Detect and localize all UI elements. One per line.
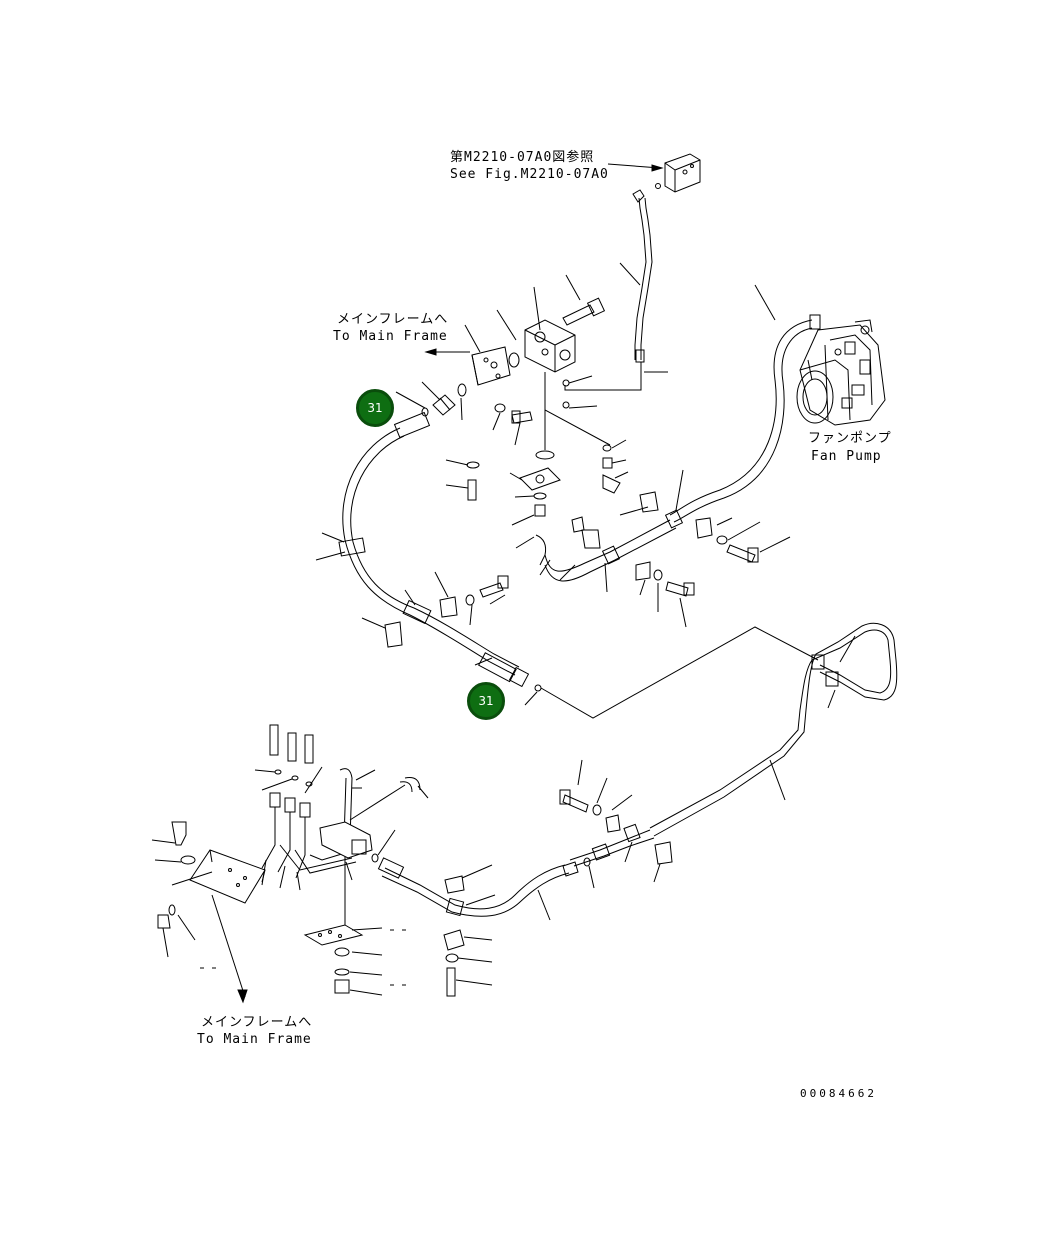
valve-block — [497, 287, 575, 459]
lower-plate-center — [305, 769, 382, 995]
lower-bracket-left — [152, 822, 265, 1002]
part-marker-31-upper[interactable]: 31 — [356, 389, 394, 427]
part-marker-31-lower[interactable]: 31 — [467, 682, 505, 720]
pump-hose — [670, 285, 820, 522]
upper-hose — [565, 190, 668, 390]
mounting-plate-upper — [426, 325, 510, 385]
pipe-loop-right — [650, 623, 897, 836]
tube-upper-center — [545, 507, 682, 592]
reference-block — [656, 154, 701, 192]
fan-pump-label-en: Fan Pump — [811, 449, 882, 464]
fan-pump-label-jp: ファンポンプ — [808, 431, 892, 446]
main-hose — [316, 413, 528, 687]
fittings-upper — [396, 382, 532, 445]
main-frame-lower-label-en: To Main Frame — [197, 1032, 312, 1047]
reference-arrow — [608, 164, 662, 171]
lower-manifold — [255, 725, 428, 890]
minor-dashes — [200, 930, 406, 985]
o-ring-small — [509, 353, 610, 445]
see-fig-label-en: See Fig.M2210-07A0 — [450, 167, 609, 182]
lower-pipe — [378, 824, 654, 920]
main-frame-upper-label-en: To Main Frame — [333, 329, 448, 344]
clamps-right — [572, 470, 790, 627]
lower-clamps-right — [560, 760, 672, 882]
small-parts-center — [446, 460, 560, 575]
lower-clamps-center — [444, 865, 495, 996]
drawing-number: 00084662 — [800, 1087, 877, 1100]
fan-pump — [797, 320, 885, 425]
hose-clamps — [362, 572, 508, 665]
see-fig-label-jp: 第M2210-07A0図参照 — [450, 150, 595, 165]
bolt-upper — [563, 275, 604, 325]
fittings-right — [603, 440, 628, 493]
main-frame-lower-label-jp: メインフレームへ — [201, 1015, 313, 1030]
connecting-line — [525, 627, 818, 718]
main-frame-upper-label-jp: メインフレームへ — [337, 312, 449, 327]
